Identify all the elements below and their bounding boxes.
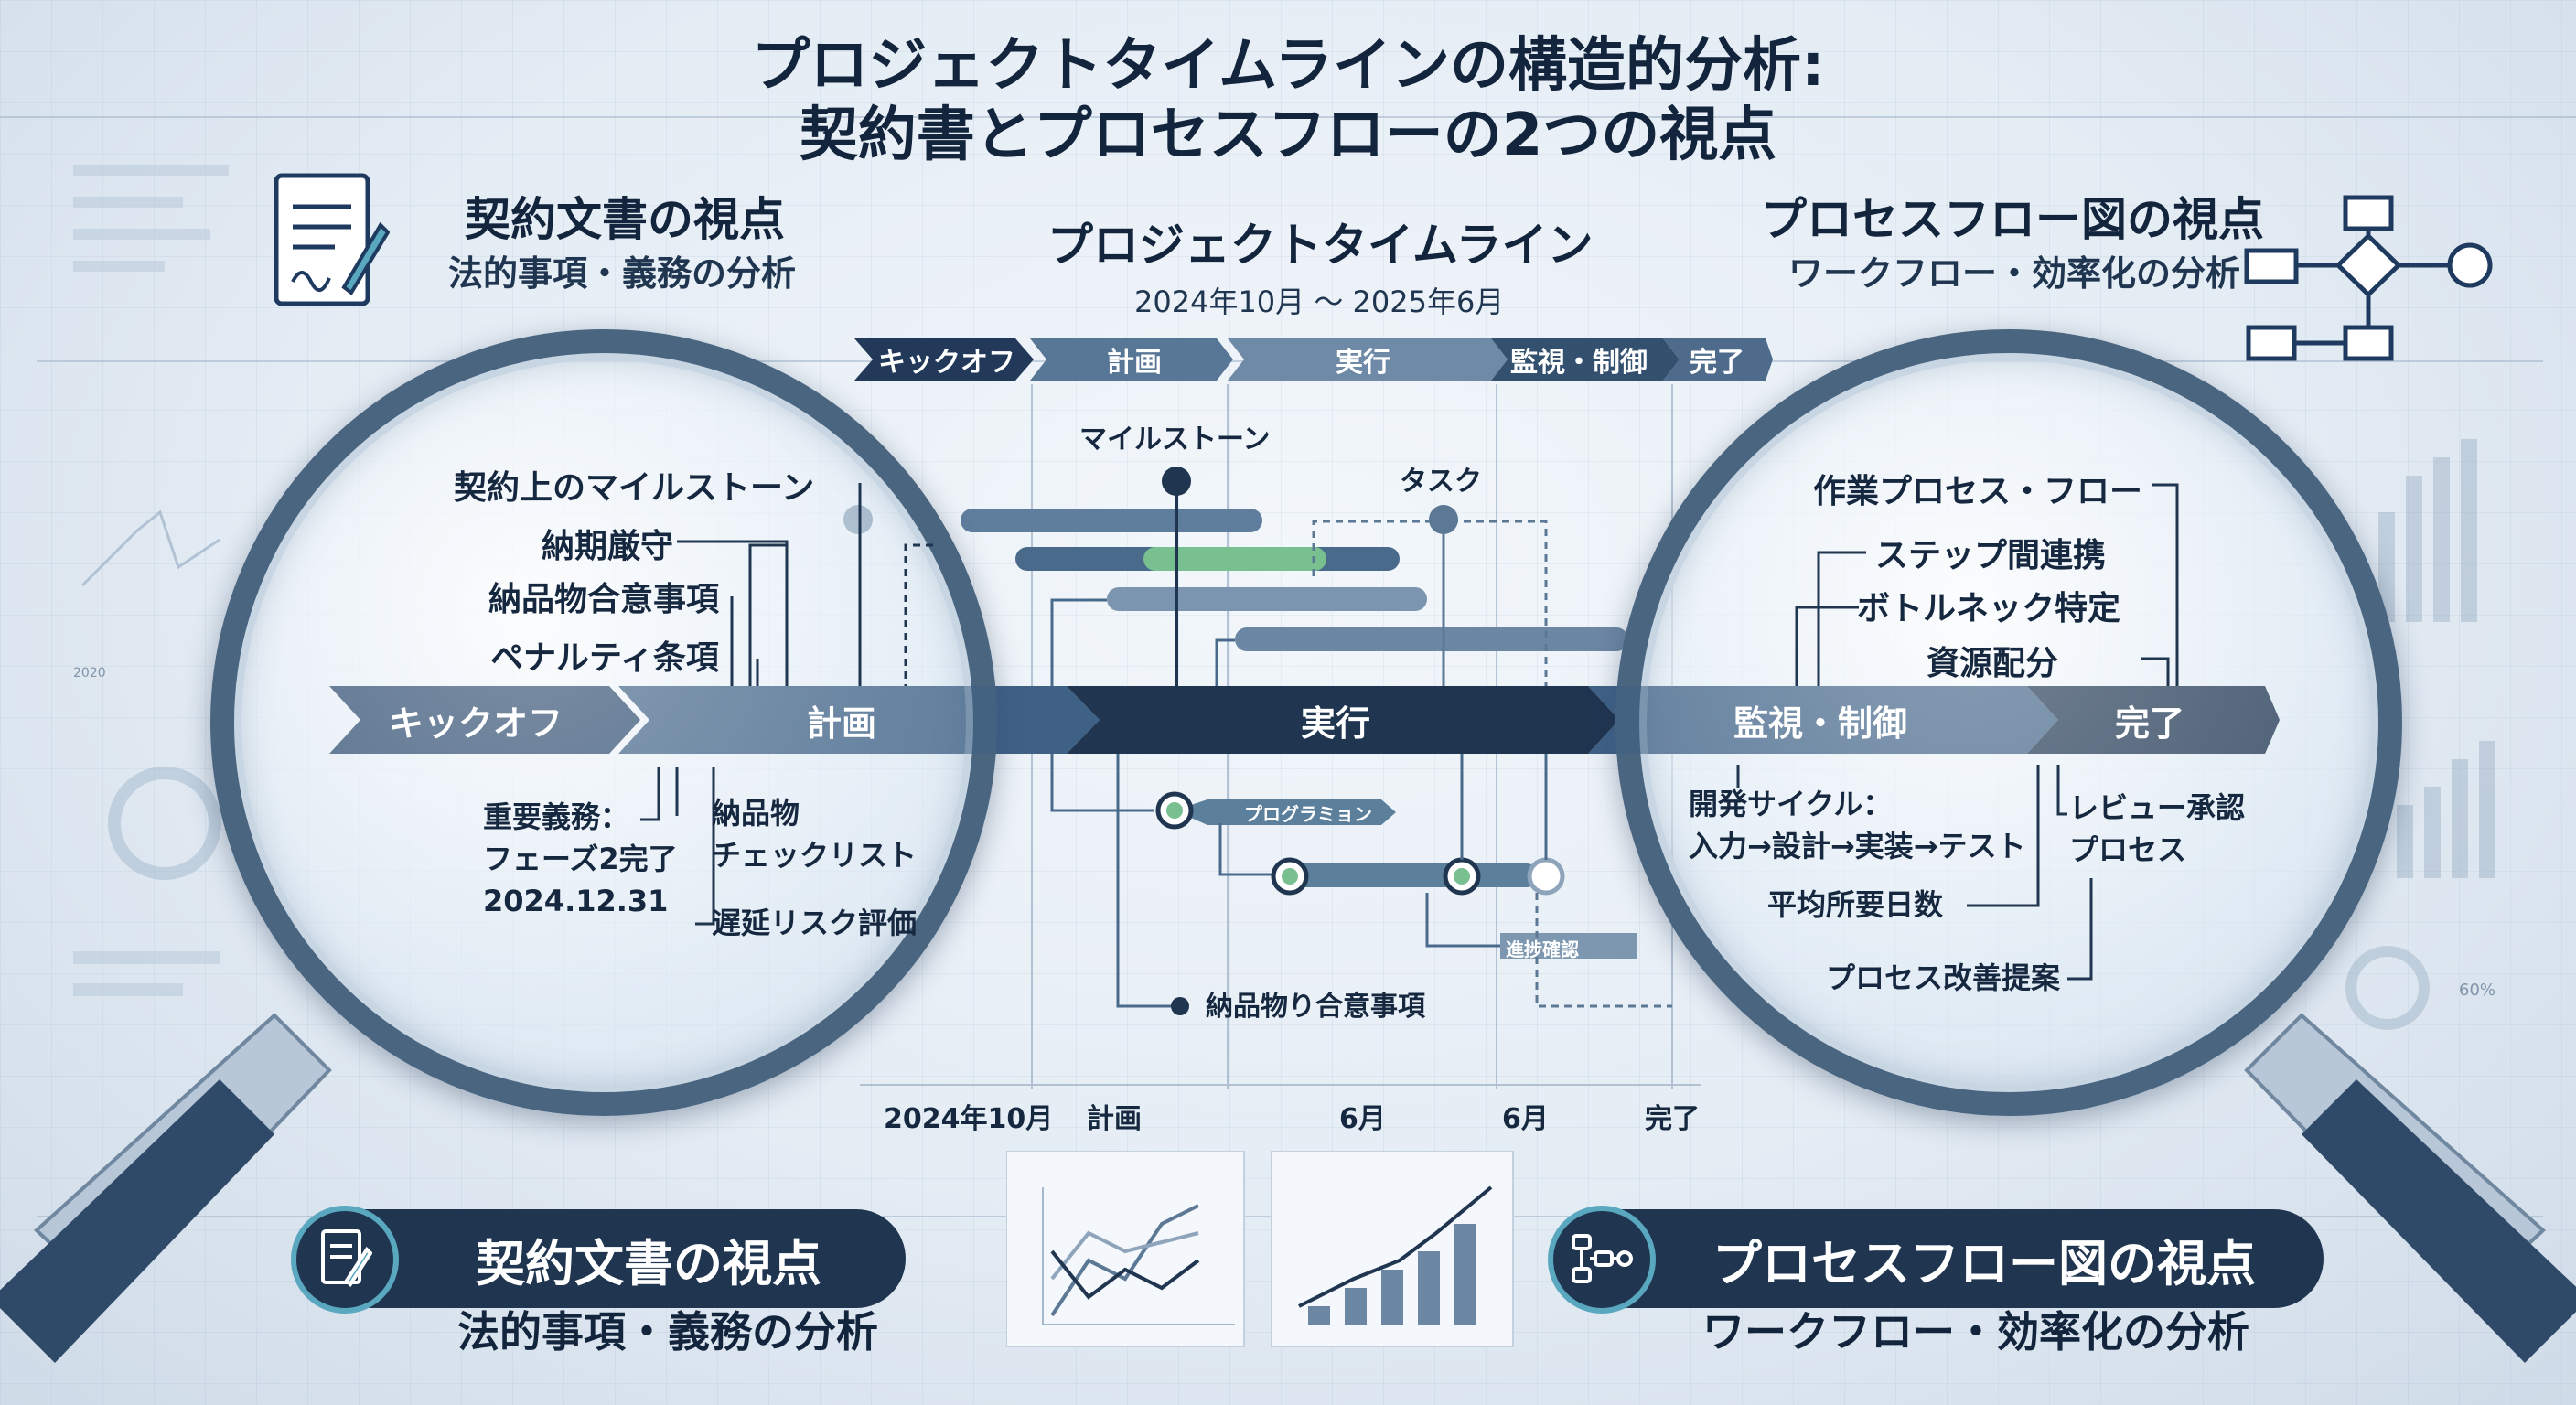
contract-item-deliverables: 納品物合意事項 [488,581,720,618]
process-flow-heading: 作業プロセス・フロー [1813,473,2143,510]
axis-label-start: 2024年10月 [884,1103,1054,1135]
checklist-line2: チェックリスト [712,838,918,873]
timeline-title: プロジェクトタイムライン [1047,219,1594,272]
progress-tag: プログラミョン [1244,803,1372,825]
key-obligation-line1: 重要義務： [483,799,630,834]
process-item-coordination: ステップ間連携 [1875,537,2107,574]
dev-cycle-line2: 入力→設計→実装→テスト [1689,829,2026,863]
dev-cycle-line1: 開発サイクル： [1689,787,1893,821]
axis-label-planning: 計画 [1087,1103,1142,1135]
small-tag: 進捗確認 [1506,938,1579,960]
axis-label-june-2: 6月 [1502,1103,1549,1135]
bottom-left-badge: 契約文書の視点 [302,1209,906,1308]
top-phase-bar [854,338,1773,381]
bottom-right-badge: プロセスフロー図の視点 [1555,1209,2324,1308]
checklist-line1: 納品物 [712,796,800,831]
bottom-left-badge-title: 契約文書の視点 [476,1234,821,1292]
key-obligation-line2: フェーズ2完了 [483,842,678,876]
document-pen-badge-icon [291,1206,399,1314]
task-label: タスク [1400,466,1482,498]
right-header-subtitle: ワークフロー・効率化の分析 [1788,253,2241,294]
top-phase-kickoff: キックオフ [878,347,1015,379]
review-line1: レビュー承認 [2069,790,2246,825]
avg-days-label: 平均所要日数 [1767,887,1944,922]
phase-kickoff: キックオフ [388,702,563,744]
contract-item-deadline: 納期厳守 [542,528,674,565]
main-phase-bar-overlay [329,686,2280,754]
timeline-period: 2024年10月 ～ 2025年6月 [1134,284,1505,319]
key-obligation: 重要義務： フェーズ2完了 2024.12.31 [483,796,678,922]
flowchart-badge-icon [1548,1206,1656,1314]
main-title-line1: プロジェクトタイムラインの構造的分析: [751,32,1825,100]
left-header-subtitle: 法的事項・義務の分析 [448,253,797,294]
delay-risk-assessment: 遅延リスク評価 [712,906,918,940]
process-item-resources: 資源配分 [1927,645,2059,682]
process-improvement-label: プロセス改善提案 [1826,960,2061,995]
review-approval: レビュー承認 プロセス [2069,787,2245,871]
top-phase-monitoring: 監視・制御 [1510,347,1648,379]
phase-planning: 計画 [806,702,876,744]
top-phase-execution: 実行 [1336,347,1390,379]
phase-monitoring: 監視・制御 [1733,702,1907,744]
process-item-bottleneck: ボトルネック特定 [1857,590,2121,627]
bottom-right-badge-title: プロセスフロー図の視点 [1712,1234,2256,1292]
phase-execution: 実行 [1300,702,1370,744]
milestone-label: マイルストーン [1079,424,1271,456]
top-phase-planning: 計画 [1107,347,1162,379]
axis-label-closing: 完了 [1645,1103,1700,1135]
contract-milestone-heading: 契約上のマイルストーン [454,469,815,507]
mini-charts [1006,1151,1514,1347]
phase-closing: 完了 [2114,702,2184,744]
contract-item-penalty: ペナルティ条項 [490,639,719,677]
key-obligation-line3: 2024.12.31 [483,884,669,918]
bottom-left-subtitle: 法的事項・義務の分析 [457,1307,878,1357]
deliverable-checklist: 納品物 チェックリスト [712,792,917,876]
right-header-title: プロセスフロー図の視点 [1761,193,2264,246]
bottom-right-subtitle: ワークフロー・効率化の分析 [1702,1307,2249,1357]
decor-percent-label: 60% [2459,981,2496,1000]
deliverable-agreement-label: 納品物り合意事項 [1206,991,1425,1023]
flowchart-icon [2243,190,2499,373]
axis-label-june-1: 6月 [1339,1103,1386,1135]
top-phase-closing: 完了 [1690,347,1744,379]
left-header-title: 契約文書の視点 [465,193,785,246]
review-line2: プロセス [2069,832,2187,867]
document-pen-icon [271,170,391,316]
main-title-line2: 契約書とプロセスフローの2つの視点 [799,102,1777,169]
dev-cycle: 開発サイクル： 入力→設計→実装→テスト [1689,783,2025,867]
decor-year-label: 2020 [73,666,106,681]
